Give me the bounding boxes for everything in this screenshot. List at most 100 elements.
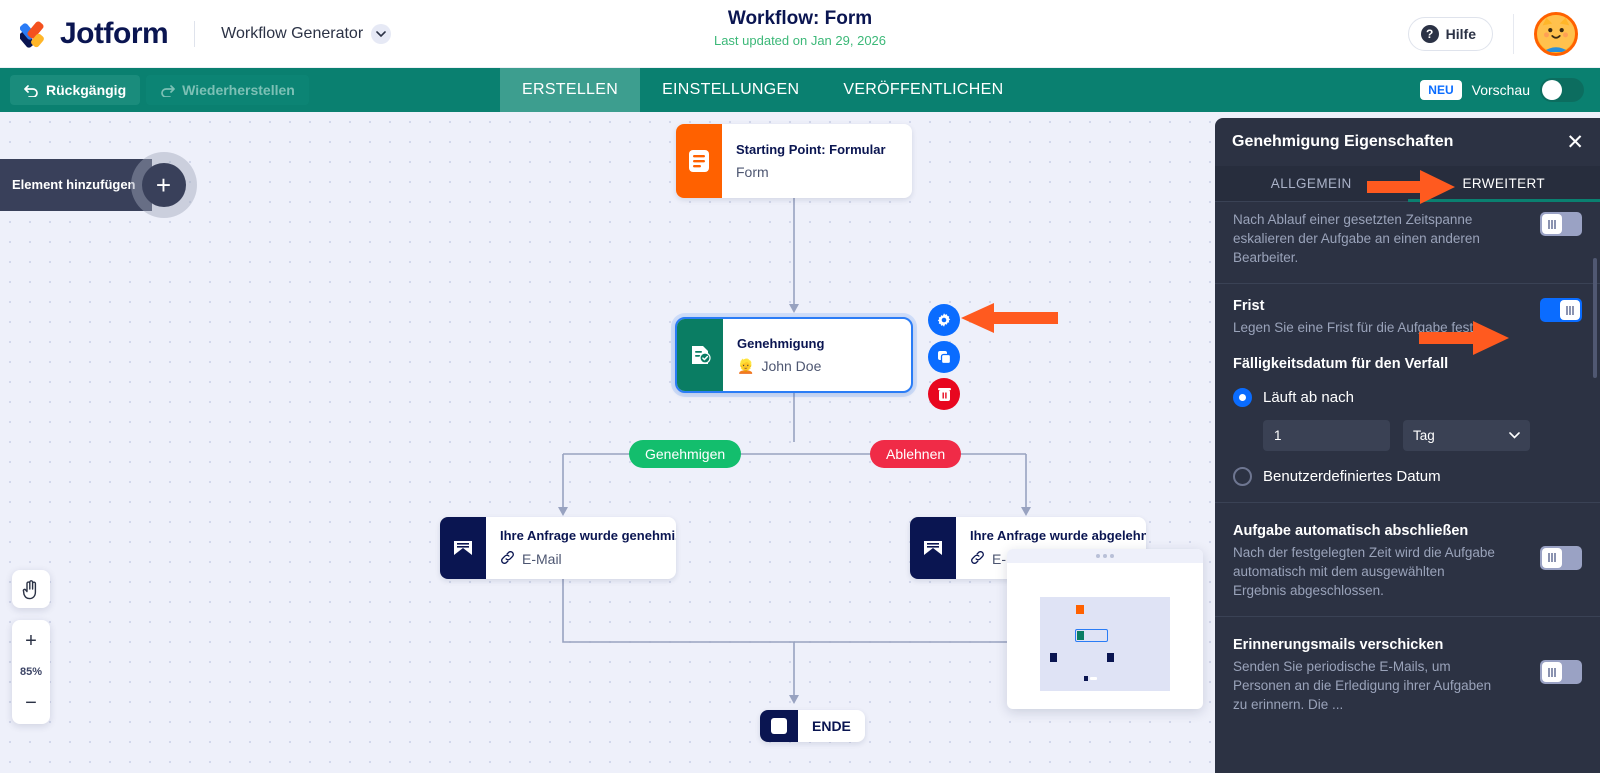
history-controls: Rückgängig Wiederherstellen [0, 75, 309, 105]
redo-label: Wiederherstellen [182, 82, 295, 98]
properties-panel: Genehmigung Eigenschaften ✕ ALLGEMEIN ER… [1215, 118, 1600, 773]
minimap-node-approval [1075, 629, 1108, 642]
email-icon [910, 517, 956, 579]
frist-toggle[interactable] [1540, 298, 1582, 323]
node-subtitle: E-Mail [500, 550, 676, 568]
top-header: Jotform Workflow Generator Workflow: For… [0, 0, 1600, 68]
chevron-down-icon [1509, 431, 1520, 439]
toggle-grip [1542, 547, 1562, 568]
node-title: Ihre Anfrage wurde genehmi... [500, 528, 676, 543]
section-title: Frist [1233, 298, 1265, 315]
close-icon[interactable]: ✕ [1566, 130, 1584, 154]
undo-label: Rückgängig [46, 82, 127, 98]
brand-area: Jotform Workflow Generator [0, 17, 392, 51]
plus-icon[interactable]: + [141, 163, 186, 207]
header-divider [194, 20, 196, 47]
redo-icon [161, 85, 175, 97]
assignee-avatar-icon: 👱 [737, 357, 755, 374]
duration-unit-select[interactable]: Tag [1403, 419, 1530, 451]
undo-button[interactable]: Rückgängig [10, 75, 141, 105]
option-label: Benutzerdefiniertes Datum [1263, 467, 1441, 485]
undo-icon [24, 85, 38, 97]
hand-icon[interactable] [12, 570, 50, 608]
zoom-controls: + 85% − [12, 620, 50, 724]
duplicate-icon[interactable] [928, 341, 960, 373]
tab-erstellen[interactable]: ERSTELLEN [500, 68, 641, 112]
option-benutzerdefiniertes-datum[interactable]: Benutzerdefiniertes Datum [1233, 466, 1582, 486]
header-right-actions: ? Hilfe [1407, 0, 1600, 68]
minimap-stage [1040, 597, 1170, 691]
jotform-logo-icon [18, 19, 50, 49]
panel-title: Genehmigung Eigenschaften [1232, 133, 1454, 150]
canvas-minimap[interactable] [1007, 549, 1203, 709]
panel-tabs: ALLGEMEIN ERWEITERT [1215, 166, 1600, 202]
duration-amount-input[interactable] [1263, 419, 1390, 451]
node-action-buttons [928, 304, 960, 410]
approval-icon [677, 319, 723, 391]
redo-button[interactable]: Wiederherstellen [146, 75, 309, 105]
toggle-grip [1542, 662, 1562, 683]
toggle-grip [1560, 300, 1580, 321]
node-body: Starting Point: Formular Form [722, 124, 900, 198]
section-desc: Nach der festgelegten Zeit wird die Aufg… [1233, 544, 1495, 598]
avatar[interactable] [1534, 12, 1578, 56]
delete-trash-icon[interactable] [928, 378, 960, 410]
email-icon [440, 517, 486, 579]
end-label: ENDE [812, 718, 851, 734]
node-email-approved[interactable]: Ihre Anfrage wurde genehmi... E-Mail [440, 517, 676, 579]
minimap-node-start [1076, 605, 1106, 614]
question-mark-icon: ? [1420, 25, 1439, 43]
section-desc: Legen Sie eine Frist für die Aufgabe fes… [1233, 320, 1477, 336]
section-title: Erinnerungsmails verschicken [1233, 637, 1444, 654]
eskalieren-toggle[interactable] [1540, 212, 1582, 236]
panel-body[interactable]: Eskalieren Nach Ablauf einer gesetzten Z… [1215, 202, 1600, 773]
auto-complete-toggle[interactable] [1540, 545, 1582, 570]
option-label: Läuft ab nach [1263, 388, 1354, 406]
preview-toggle-knob [1542, 80, 1562, 100]
dot-icon [1110, 554, 1114, 558]
section-eskalieren: Eskalieren Nach Ablauf einer gesetzten Z… [1215, 202, 1600, 285]
section-reminder-mails: Erinnerungsmails verschicken Senden Sie … [1215, 617, 1600, 730]
node-title: Starting Point: Formular [736, 142, 886, 157]
node-subtitle: 👱 John Doe [737, 358, 824, 375]
option-laeuft-ab-nach[interactable]: Läuft ab nach [1233, 387, 1582, 407]
zoom-in-button[interactable]: + [25, 629, 37, 652]
node-body: Genehmigung 👱 John Doe [723, 319, 838, 391]
add-element-control[interactable]: Element hinzufügen + [0, 159, 186, 211]
duration-unit-value: Tag [1413, 427, 1435, 443]
minimap-titlebar [1007, 549, 1203, 563]
node-end[interactable]: ENDE [760, 710, 865, 742]
minimap-node-rejected [1107, 653, 1136, 662]
panel-scrollbar[interactable] [1593, 258, 1597, 378]
tab-allgemein[interactable]: ALLGEMEIN [1270, 176, 1352, 191]
tab-veroeffentlichen[interactable]: VERÖFFENTLICHEN [843, 81, 1004, 98]
reminder-mails-toggle[interactable] [1540, 660, 1582, 685]
help-button[interactable]: ? Hilfe [1407, 17, 1493, 51]
duration-fields: Tag [1233, 419, 1582, 451]
section-auto-complete: Aufgabe automatisch abschließen Nach der… [1215, 503, 1600, 618]
zoom-out-button[interactable]: − [25, 691, 37, 714]
editor-tabs: ERSTELLEN EINSTELLUNGEN VERÖFFENTLICHEN [500, 68, 1025, 112]
minimap-node-approved [1050, 653, 1079, 662]
radio-custom-date[interactable] [1233, 466, 1252, 486]
preview-label: Vorschau [1471, 82, 1530, 98]
settings-gear-icon[interactable] [928, 304, 960, 336]
toggle-grip [1542, 214, 1562, 234]
chevron-down-icon[interactable] [371, 23, 392, 44]
tab-einstellungen[interactable]: EINSTELLUNGEN [662, 81, 800, 98]
branch-label-genehmigen[interactable]: Genehmigen [629, 440, 742, 468]
preview-controls: NEU Vorschau [1420, 68, 1584, 112]
node-genehmigung[interactable]: Genehmigung 👱 John Doe [675, 317, 913, 393]
link-icon [500, 550, 515, 568]
due-date-title: Fälligkeitsdatum für den Verfall [1233, 355, 1449, 372]
preview-toggle[interactable] [1540, 78, 1584, 102]
radio-expires-after[interactable] [1233, 387, 1252, 407]
branch-label-ablehnen[interactable]: Ablehnen [870, 440, 962, 468]
dot-icon [1096, 554, 1100, 558]
node-starting-point[interactable]: Starting Point: Formular Form [676, 124, 912, 198]
product-switcher[interactable]: Workflow Generator [221, 23, 392, 44]
tab-erweitert[interactable]: ERWEITERT [1407, 166, 1600, 202]
link-icon [970, 550, 985, 568]
node-body: Ihre Anfrage wurde genehmi... E-Mail [486, 517, 676, 579]
